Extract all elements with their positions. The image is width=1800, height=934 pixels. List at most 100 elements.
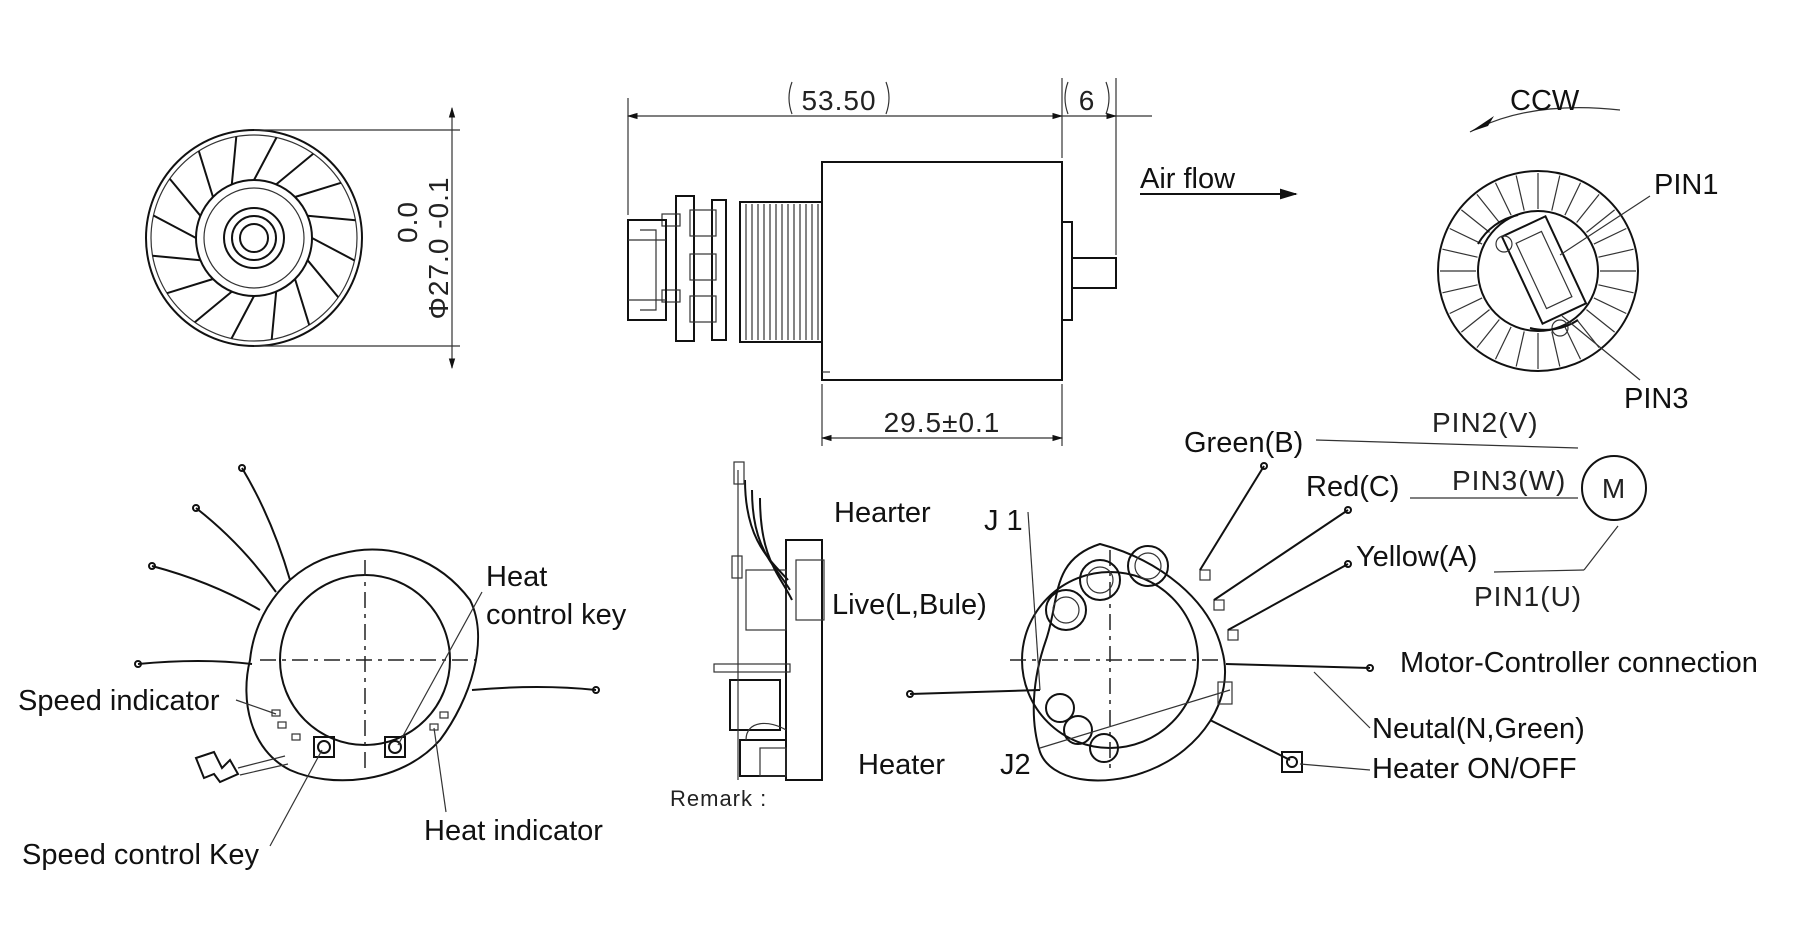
rotation-annotation: CCW [1469, 85, 1621, 133]
wire-end [592, 686, 600, 694]
drawing-line [1564, 326, 1582, 360]
live-label: Live(L,Bule) [832, 589, 987, 621]
drawing-line [1449, 297, 1483, 315]
impeller-blades [152, 136, 356, 340]
drawing-line [1593, 297, 1627, 315]
wire [1213, 509, 1349, 601]
drawing-line [307, 214, 356, 222]
board-rear-callouts: J 1 J2 Green(B) Red(C) Yellow(A) PIN2(V)… [984, 407, 1758, 785]
ccw-label: CCW [1510, 85, 1580, 117]
drawing-line [168, 178, 202, 217]
dim-shaft: 6 [1079, 85, 1096, 116]
drawing-line [1442, 248, 1478, 258]
pin-callouts: PIN1 PIN3 [1559, 169, 1718, 415]
drawing-line [1586, 209, 1615, 233]
wire [195, 507, 277, 593]
drawing-line [306, 259, 340, 298]
air-flow-annotation: Air flow [1140, 163, 1298, 200]
drawing-line [1476, 319, 1500, 348]
wire-end [238, 464, 246, 472]
dim-diameter-tol: 0.0 [392, 201, 423, 243]
drawing-line [270, 291, 278, 340]
drawing-line [152, 254, 201, 262]
board-wires [134, 464, 600, 694]
j1-label: J 1 [984, 505, 1023, 537]
drawing-line [230, 136, 238, 185]
remark-label: Remark : [670, 786, 767, 811]
wire-end [1344, 560, 1352, 568]
pin1u-label: PIN1(U) [1474, 581, 1582, 612]
motor-symbol [1581, 455, 1647, 521]
speed-indicator-label: Speed indicator [18, 685, 220, 717]
wire [137, 660, 253, 665]
rear-wires [906, 462, 1374, 698]
heat-control-key-line1: Heat [486, 561, 547, 593]
motor-symbol-label: M [1602, 473, 1626, 504]
wire [1225, 663, 1371, 669]
drawing-line [1564, 182, 1582, 216]
drawing-line [153, 214, 197, 239]
drawing-line [166, 278, 214, 295]
stator-laminations [745, 204, 819, 340]
dim-body: 29.5±0.1 [884, 407, 1001, 438]
wire-end [906, 690, 914, 698]
motor-side-view [627, 161, 1117, 381]
drawing-line [194, 290, 233, 324]
drawing-line [230, 295, 255, 339]
wire-end [148, 562, 156, 570]
wire-end [1344, 506, 1352, 514]
drawing-line [1461, 209, 1490, 233]
drawing-line [1598, 284, 1634, 294]
yellow-a-label: Yellow(A) [1356, 541, 1477, 573]
drawing-line [1586, 309, 1615, 333]
drawing-line [1494, 326, 1512, 360]
wire-end [134, 660, 142, 668]
length-dimensions: 53.50 6 29.5±0.1 [626, 78, 1152, 446]
drawing-line [1515, 175, 1525, 211]
drawing-line [1476, 194, 1500, 223]
drawing-line [1442, 284, 1478, 294]
wire [151, 565, 261, 611]
heater-label: Heater [858, 749, 945, 781]
air-flow-label: Air flow [1140, 163, 1236, 195]
drawing-line [1449, 227, 1483, 245]
drawing-line [253, 137, 278, 181]
wire [241, 467, 291, 581]
diameter-dimension: 0.0 Φ27.0 -0.1 [254, 106, 460, 370]
board-front-callouts: Heat control key Speed indicator Speed c… [18, 561, 627, 871]
pin2v-label: PIN2(V) [1432, 407, 1539, 438]
wire [909, 689, 1041, 695]
drawing-line [1551, 331, 1561, 367]
drawing-line [294, 181, 342, 198]
red-c-label: Red(C) [1306, 471, 1399, 503]
drawing-line [1461, 309, 1490, 333]
rear-blades [1440, 173, 1636, 369]
drawing-line [1593, 227, 1627, 245]
wire-end [192, 504, 200, 512]
neutal-label: Neutal(N,Green) [1372, 713, 1585, 745]
heater-onoff-label: Heater ON/OFF [1372, 753, 1577, 785]
controller-board-side [713, 461, 825, 781]
controller-board-front [134, 464, 600, 784]
drawing-line [197, 150, 214, 198]
controller-board-rear [906, 462, 1374, 782]
green-b-label: Green(B) [1184, 427, 1303, 459]
board-side-callouts: Hearter Live(L,Bule) Heater Remark : [670, 497, 987, 811]
wire [1199, 465, 1265, 571]
wire-end [1366, 664, 1374, 672]
hearter-label: Hearter [834, 497, 931, 529]
drawing-line [275, 152, 314, 186]
wire [1227, 563, 1349, 631]
heat-control-key-line2: control key [486, 599, 627, 631]
drawing-line [1576, 194, 1600, 223]
drawing-line [1494, 182, 1512, 216]
motor-controller-label: Motor-Controller connection [1400, 647, 1758, 679]
dim-diameter: Φ27.0 -0.1 [423, 177, 454, 320]
pin1-label: PIN1 [1654, 169, 1718, 201]
speed-control-key-label: Speed control Key [22, 839, 259, 871]
pin3w-label: PIN3(W) [1452, 465, 1566, 496]
heat-indicator-label: Heat indicator [424, 815, 603, 847]
drawing-line [1551, 175, 1561, 211]
pin3-label: PIN3 [1624, 383, 1688, 415]
